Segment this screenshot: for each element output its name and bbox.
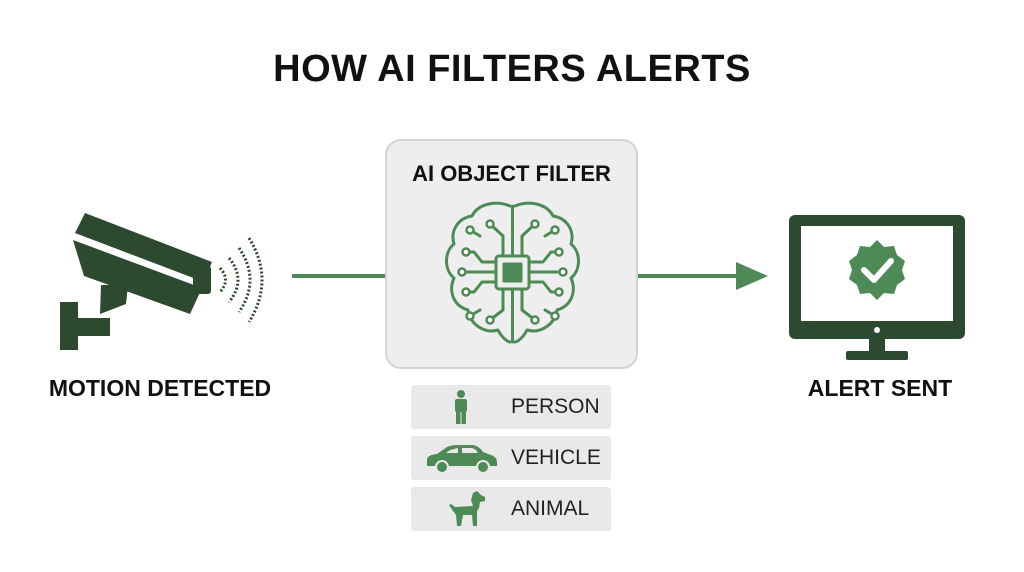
monitor-check-icon (789, 215, 965, 360)
dog-icon (449, 491, 485, 526)
person-icon (455, 390, 467, 424)
category-label-vehicle: VEHICLE (511, 446, 601, 469)
car-icon (427, 445, 497, 474)
category-vehicle: VEHICLE (411, 436, 611, 480)
ai-object-filter-panel: AI OBJECT FILTER (385, 139, 638, 369)
category-label-animal: ANIMAL (511, 497, 590, 520)
ai-brain-chip-icon (445, 201, 580, 344)
category-animal: ANIMAL (411, 487, 611, 531)
step-label-motion-detected: MOTION DETECTED (48, 375, 272, 401)
step-label-alert-sent: ALERT SENT (807, 375, 953, 401)
category-person: PERSON (411, 385, 611, 429)
category-label-person: PERSON (511, 395, 600, 418)
security-camera-icon (60, 213, 264, 350)
page-title: HOW AI FILTERS ALERTS (273, 48, 751, 90)
filter-title: AI OBJECT FILTER (412, 161, 611, 186)
